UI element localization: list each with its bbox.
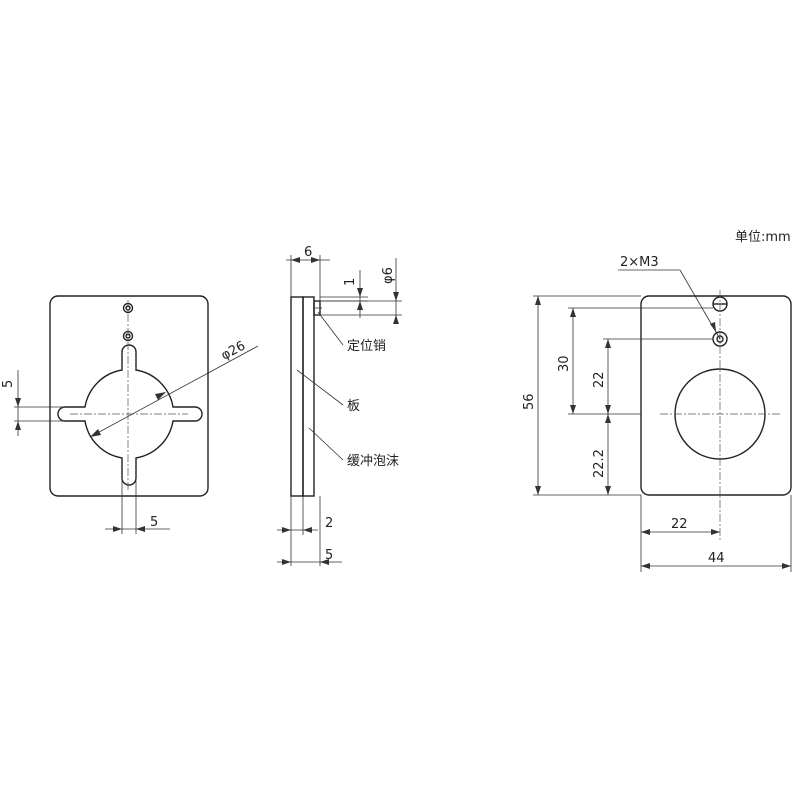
thread-callout-label: 2×M3: [620, 255, 659, 270]
right-upper-arrow-top: [605, 339, 611, 348]
side-plate-thickness-label: 2: [325, 516, 333, 531]
side-top-arrow-right: [311, 257, 320, 263]
right-spacing-arrow-top: [570, 308, 576, 317]
right-upper-offset-label: 22: [592, 371, 607, 388]
side-pin-height-label: 1: [343, 278, 358, 286]
front-bottom-arrow-left: [113, 526, 122, 532]
side-pin-height-arrow-top: [357, 288, 363, 297]
right-width-arrow-left: [641, 563, 650, 569]
side-pin-height-arrow-bottom: [357, 301, 363, 310]
side-plate-thk-arrow-left: [282, 527, 291, 533]
right-height-label: 56: [522, 393, 537, 410]
right-halfwidth-arrow-right: [711, 529, 720, 535]
right-width-arrow-right: [782, 563, 791, 569]
front-bottom-width-label: 5: [150, 515, 158, 530]
callout-leader-plate: [296, 369, 344, 406]
front-diameter-leader: [89, 345, 259, 438]
front-view: φ26 5 5: [1, 295, 259, 534]
side-plate-thk-arrow-right: [303, 527, 312, 533]
right-lower-arrow-top: [605, 414, 611, 423]
callout-leader-foam: [308, 427, 344, 461]
front-left-width-label: 5: [1, 380, 16, 388]
right-half-width-label: 22: [671, 517, 688, 532]
side-pindia-arrow-top: [393, 292, 399, 301]
front-diameter-label: φ26: [219, 338, 248, 363]
callout-plate: 板: [347, 399, 360, 414]
right-upper-arrow-bottom: [605, 405, 611, 414]
right-lower-offset-label: 22.2: [592, 449, 607, 478]
right-spacing-arrow-bottom: [570, 405, 576, 414]
side-pin-diameter-label: φ6: [381, 267, 396, 284]
side-total-arrow-right: [320, 559, 329, 565]
front-left-arrow-top: [15, 398, 21, 407]
side-plate: [290, 296, 304, 497]
side-top-arrow-left: [291, 257, 300, 263]
thread-callout-arrow: [710, 322, 716, 332]
front-bottom-arrow-right: [136, 526, 145, 532]
callout-foam: 缓冲泡沫: [347, 454, 399, 469]
side-total-thickness-label: 5: [325, 548, 333, 563]
side-foam: [302, 296, 315, 497]
callout-pin: 定位销: [347, 339, 386, 354]
side-top-width-label: 6: [304, 245, 312, 260]
right-width-label: 44: [708, 551, 725, 566]
right-halfwidth-arrow-left: [641, 529, 650, 535]
front-plate-outline: [49, 295, 209, 497]
right-spacing-label: 30: [557, 355, 572, 372]
callout-leader-pin: [317, 311, 344, 346]
side-total-arrow-left: [282, 559, 291, 565]
right-plate-outline: [640, 295, 792, 496]
right-lower-arrow-bottom: [605, 486, 611, 495]
front-left-arrow-bottom: [15, 421, 21, 430]
right-height-arrow-bottom: [535, 486, 541, 495]
side-pindia-arrow-bottom: [393, 315, 399, 324]
unit-note: 单位:mm: [735, 230, 791, 245]
front-diameter-arrow-lower: [90, 429, 101, 437]
right-view: 单位:mm 2×M3 56 30 22: [522, 230, 792, 572]
front-diameter-arrow-upper: [155, 392, 166, 400]
side-view: 6 1 φ6 定位销 板 缓冲泡沫 2 5: [277, 245, 402, 566]
right-height-arrow-top: [535, 296, 541, 305]
front-keyhole-cutout: [57, 344, 203, 486]
